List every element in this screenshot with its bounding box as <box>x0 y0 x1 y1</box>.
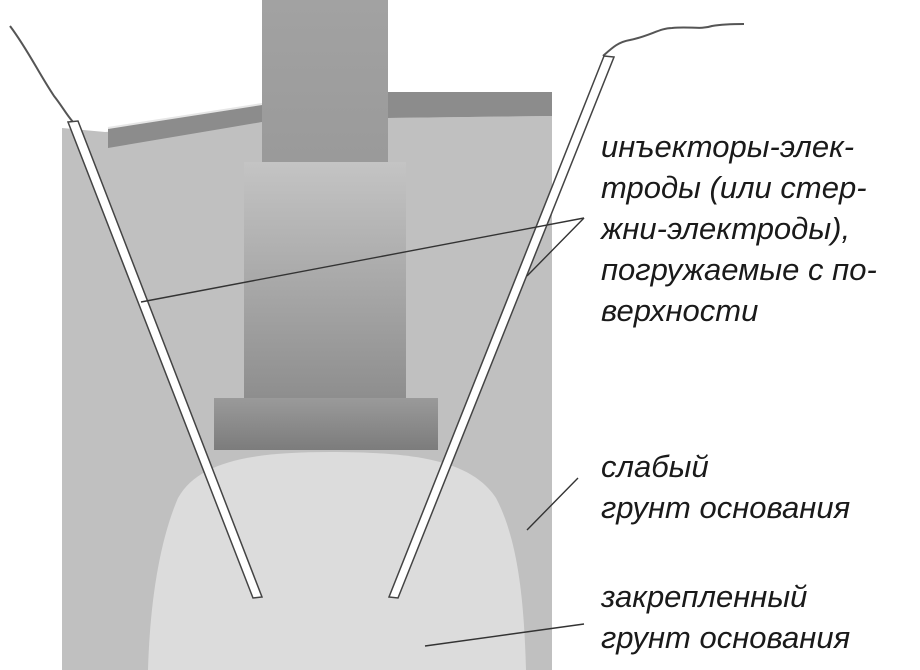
floor-slab-left <box>108 104 262 148</box>
label-line: закрепленный <box>601 579 808 614</box>
left-electrode-wire <box>9 25 74 123</box>
label-line: жни-электроды), <box>601 211 851 246</box>
label-line: погружаемые с по- <box>601 252 877 287</box>
label-line: грунт основания <box>601 490 851 525</box>
label-injector-electrodes: инъекторы-элек- троды (или стер- жни-эле… <box>601 126 877 331</box>
label-fixed-soil: закрепленный грунт основания <box>601 576 850 658</box>
label-line: инъекторы-элек- <box>601 129 855 164</box>
left-electrode-rod <box>66 120 264 599</box>
label-line: грунт основания <box>601 620 851 655</box>
leader-line-injectors-right <box>526 217 585 277</box>
label-weak-soil: слабый грунт основания <box>601 446 850 528</box>
column <box>262 0 388 162</box>
label-line: верхности <box>601 293 759 328</box>
leader-line-weak-soil <box>526 477 579 531</box>
floor-slab-left-top-edge <box>107 103 263 129</box>
leader-line-injectors-left <box>140 217 585 303</box>
right-electrode-wire <box>602 23 745 57</box>
label-line: слабый <box>601 449 709 484</box>
right-electrode-rod <box>387 55 616 599</box>
fixed-soil-area <box>148 452 526 670</box>
foundation-stem <box>244 162 406 398</box>
leader-line-fixed-soil <box>424 623 585 647</box>
foundation-base <box>214 398 438 450</box>
floor-slab-right <box>388 92 552 118</box>
label-line: троды (или стер- <box>601 170 867 205</box>
